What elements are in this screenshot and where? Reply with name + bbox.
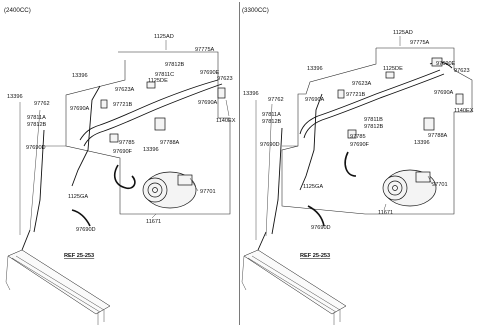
left-bracket-97788a (154, 117, 166, 131)
left-fitting-97721b (100, 99, 108, 109)
right-panel: (3300CC) (241, 7, 474, 325)
left-label-97690e: 97690E (200, 70, 220, 76)
right-lower-pipe (271, 127, 283, 235)
left-flex-hose-lower (71, 209, 91, 227)
left-label-97690a-a: 97690A (70, 106, 90, 112)
right-sensor-97623 (455, 93, 464, 105)
right-liquid-pipe (299, 93, 323, 191)
left-label-97788a: 97788A (160, 140, 180, 146)
right-condenser (241, 231, 347, 325)
right-fitting-97690e (431, 57, 443, 67)
right-label-97701: 97701 (432, 182, 448, 188)
right-label-97811b: 97811B (364, 117, 383, 123)
left-label-1125ga: 1125GA (68, 194, 88, 200)
right-label-97690f: 97690F (350, 142, 370, 148)
left-label-1140ex: 1140EX (216, 118, 236, 124)
right-discharge-pipe (303, 73, 445, 139)
left-suction-pipe (79, 79, 219, 141)
right-fitting-97785 (347, 129, 357, 139)
left-label-97623a: 97623A (115, 87, 135, 93)
left-discharge-pipe (83, 83, 223, 147)
right-compressor (382, 169, 437, 207)
left-label-97785: 97785 (119, 140, 135, 146)
right-label-13396-c: 13396 (414, 140, 430, 146)
right-suction-pipe (299, 69, 441, 135)
right-fitting-97721b (337, 89, 345, 99)
left-fitting-97785 (109, 133, 119, 143)
right-group-bracket-main (281, 48, 473, 215)
right-label-97812b-b: 97812B (364, 124, 384, 130)
left-label-97811a: 97811A (27, 115, 46, 121)
right-flex-hose (344, 151, 357, 177)
left-leader-97701 (189, 177, 199, 192)
left-leader-1140ex (225, 99, 230, 117)
left-leader-97762 (29, 109, 41, 231)
right-label-97690d-b: 97690D (311, 225, 331, 231)
left-leader-11671 (151, 213, 157, 219)
left-label-97762: 97762 (34, 101, 50, 107)
right-flex-hose-lower (307, 205, 325, 227)
right-ref-25-253[interactable]: REF 25-253 (300, 253, 330, 259)
left-label-97701: 97701 (200, 189, 216, 195)
left-label-97775a: 97775A (195, 47, 215, 53)
right-label-97785: 97785 (350, 134, 366, 140)
left-label-97812b: 97812B (165, 62, 185, 68)
left-label-13396-b: 13396 (7, 94, 23, 100)
left-label-1125ad: 1125AD (154, 34, 174, 40)
right-leader-97701 (427, 175, 433, 185)
left-label-97623: 97623 (217, 76, 233, 82)
right-label-97623: 97623 (454, 68, 470, 74)
right-panel-header: (3300CC) (242, 7, 269, 14)
left-group-bracket-top (118, 51, 219, 72)
left-label-97690a-b: 97690A (198, 100, 218, 106)
left-label-1125de: 1125DE (148, 78, 168, 84)
left-label-13396-a: 13396 (72, 73, 88, 79)
left-lower-pipe (33, 129, 45, 233)
right-label-1125ad: 1125AD (393, 30, 413, 36)
left-liquid-pipe (71, 85, 101, 187)
left-compressor (142, 171, 197, 209)
right-label-97721b: 97721B (346, 92, 366, 98)
right-label-13396-b: 13396 (243, 91, 259, 97)
left-label-11671: 11671 (146, 219, 161, 225)
left-label-97690f: 97690F (113, 149, 133, 155)
left-panel-header: (2400CC) (4, 7, 31, 14)
left-label-97812b-b: 97812B (27, 122, 47, 128)
right-label-97690e: 97690E (436, 61, 456, 67)
right-clamp-1125de (385, 71, 395, 79)
right-label-97762: 97762 (268, 97, 284, 103)
right-leader-11671 (383, 203, 387, 211)
left-flex-hose (113, 164, 136, 190)
right-label-97775a: 97775A (410, 40, 430, 46)
right-label-97623a: 97623A (352, 81, 372, 87)
right-group-bracket-top (376, 47, 455, 70)
left-label-97690d-b: 97690D (76, 227, 96, 233)
left-label-13396-c: 13396 (143, 147, 159, 153)
right-label-97812b: 97812B (262, 119, 282, 125)
right-leader-97762 (265, 103, 273, 237)
right-label-97811a: 97811A (262, 112, 281, 118)
right-label-97690a: 97690A (305, 97, 325, 103)
right-label-1125de: 1125DE (383, 66, 403, 72)
left-condenser (5, 229, 111, 325)
right-label-1125ga: 1125GA (303, 184, 323, 190)
left-panel: (2400CC) (4, 7, 236, 325)
left-sensor-97623 (217, 87, 226, 99)
right-label-13396-a: 13396 (307, 66, 323, 72)
right-label-97690d: 97690D (260, 142, 280, 148)
right-bracket-97788a (423, 117, 435, 131)
right-label-97690a-b: 97690A (434, 90, 454, 96)
right-label-97788a: 97788A (428, 133, 448, 139)
left-ref-25-253[interactable]: REF 25-253 (64, 253, 94, 259)
left-label-97721b: 97721B (113, 102, 133, 108)
right-label-1140ex: 1140EX (454, 108, 474, 114)
right-label-11671: 11671 (378, 210, 393, 216)
left-label-97690d: 97690D (26, 145, 46, 151)
left-clamp-97811c (146, 81, 156, 89)
left-label-97811c: 97811C (155, 72, 174, 78)
